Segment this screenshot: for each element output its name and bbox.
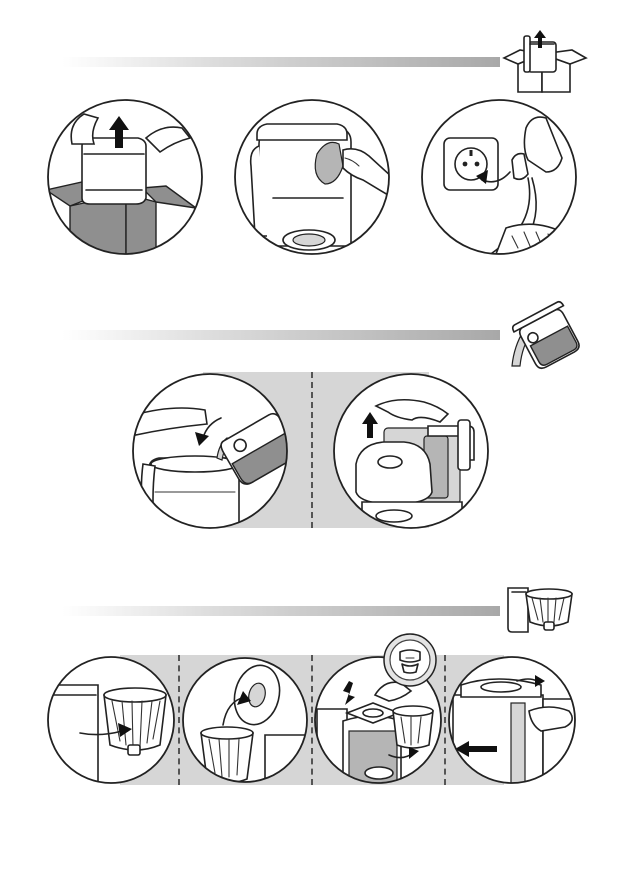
step-swing-out-filter-holder bbox=[46, 655, 176, 785]
step-remove-packaging bbox=[233, 98, 391, 256]
step-open-filter-lid bbox=[181, 655, 309, 785]
step-plug-into-socket bbox=[420, 98, 578, 256]
step-lift-appliance-out-of-box bbox=[46, 98, 204, 256]
section-divider-filter-holder bbox=[62, 606, 500, 616]
section-divider-unpack bbox=[62, 57, 500, 67]
pour-jug-icon bbox=[500, 296, 580, 370]
step-lift-water-tank bbox=[332, 372, 490, 530]
section-divider-fill-water bbox=[62, 330, 500, 340]
filter-detail-icon bbox=[382, 632, 438, 688]
step-divider-dashed bbox=[311, 372, 313, 528]
filter-holder-icon bbox=[504, 578, 584, 636]
unpack-box-icon bbox=[500, 26, 590, 96]
step-divider-dashed-3 bbox=[444, 655, 446, 785]
step-pour-water-into-tank bbox=[131, 372, 289, 530]
step-close-filter-holder bbox=[447, 655, 577, 785]
step-divider-dashed-1 bbox=[178, 655, 180, 785]
